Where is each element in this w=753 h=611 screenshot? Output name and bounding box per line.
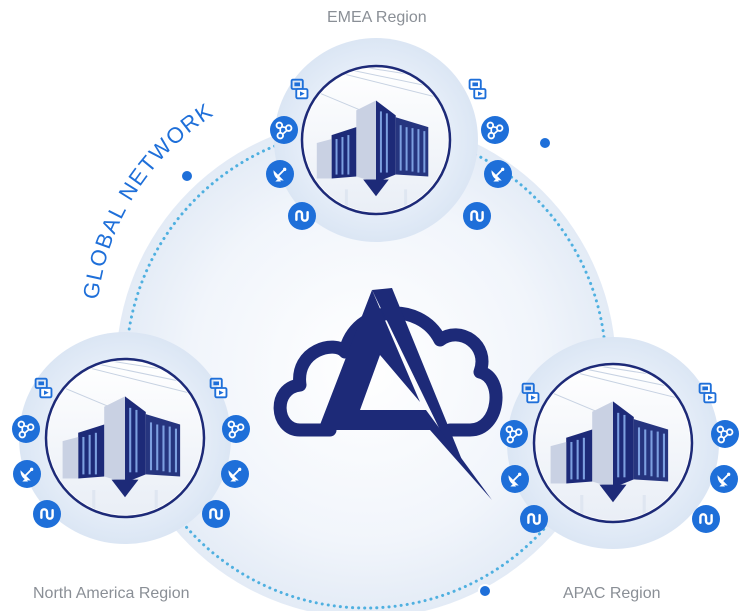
ring-node — [180, 169, 194, 183]
omega-loop-icon — [288, 202, 316, 230]
satellite-icon — [501, 465, 529, 493]
satellite-icon — [13, 460, 41, 488]
omega-loop-icon — [202, 500, 230, 528]
omega-loop-icon — [520, 505, 548, 533]
media-icon — [468, 78, 487, 100]
omega-loop-icon — [463, 202, 491, 230]
ring-node — [478, 584, 492, 598]
ring-nodes — [180, 136, 552, 598]
ring-node — [538, 136, 552, 150]
network-share-icon — [711, 420, 739, 448]
omega-loop-icon — [33, 500, 61, 528]
apac-region-label: APAC Region — [563, 585, 661, 602]
region-north-america — [12, 332, 250, 544]
network-share-icon — [12, 415, 40, 443]
emea-region-label: EMEA Region — [327, 9, 427, 26]
north-america-region-label: North America Region — [33, 585, 190, 602]
region-emea — [266, 38, 512, 242]
omega-loop-icon — [692, 505, 720, 533]
cloud-triangle-logo-icon — [273, 288, 503, 500]
satellite-icon — [221, 460, 249, 488]
region-apac — [500, 337, 739, 549]
satellite-icon — [710, 465, 738, 493]
network-share-icon — [270, 116, 298, 144]
network-share-icon — [481, 116, 509, 144]
network-share-icon — [500, 420, 528, 448]
network-share-icon — [222, 415, 250, 443]
satellite-icon — [484, 160, 512, 188]
satellite-icon — [266, 160, 294, 188]
